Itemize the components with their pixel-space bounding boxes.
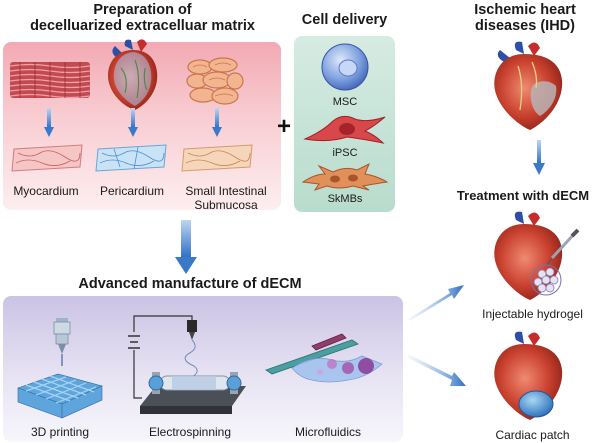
patch-label: Cardiac patch xyxy=(495,428,570,442)
advanced-title: Advanced manufacture of dECM xyxy=(78,276,302,292)
ihd-title-line2: diseases (IHD) xyxy=(475,18,575,34)
sis-label-line2: Submucosa xyxy=(194,198,258,212)
arrow-pericardium-down xyxy=(128,108,138,137)
arrow-advanced-to-hydrogel xyxy=(408,285,464,321)
ipsc-cell-icon xyxy=(303,115,386,144)
sis-label-line1: Small Intestinal xyxy=(185,184,267,198)
arrow-advanced-to-patch xyxy=(408,354,466,386)
arrow-ihd-to-treatment xyxy=(533,140,545,175)
msc-label: MSC xyxy=(332,96,358,108)
myocardium-label: Myocardium xyxy=(13,184,79,198)
ihd-title-line1: Ischemic heart xyxy=(474,2,576,18)
3d-printing-illustration xyxy=(17,318,103,419)
ihd-title: Ischemic heart diseases (IHD) xyxy=(455,2,595,34)
arrow-sis-down xyxy=(212,108,222,137)
skmbs-label: SkMBs xyxy=(327,193,363,205)
treatment-title: Treatment with dECM xyxy=(456,188,590,203)
hydrogel-label: Injectable hydrogel xyxy=(482,307,583,321)
electrospinning-label: Electrospinning xyxy=(148,425,232,439)
cardiac-patch-heart-illustration xyxy=(494,331,563,420)
preparation-title: Preparation of decelluarized extracellua… xyxy=(0,2,285,34)
pericardium-decm-sheet xyxy=(95,144,167,172)
plus-sign: + xyxy=(276,113,291,140)
msc-cell-icon xyxy=(321,43,369,91)
ischemic-heart-illustration xyxy=(494,41,563,130)
microfluidics-label: Microfluidics xyxy=(294,425,361,439)
skmbs-cell-icon xyxy=(301,162,389,191)
myocardium-tissue-illustration xyxy=(9,62,91,99)
preparation-title-line1: Preparation of xyxy=(93,2,192,18)
sis-decm-sheet xyxy=(181,144,253,172)
hydrogel-heart-illustration xyxy=(494,211,580,300)
sis-label: Small Intestinal Submucosa xyxy=(172,184,280,212)
cell-delivery-title: Cell delivery xyxy=(301,12,388,28)
microfluidics-illustration xyxy=(265,333,383,383)
pericardium-label: Pericardium xyxy=(99,184,165,198)
ipsc-label: iPSC xyxy=(332,147,358,159)
arrow-prep-to-advanced xyxy=(175,220,197,274)
electrospinning-illustration xyxy=(128,315,246,414)
myocardium-decm-sheet xyxy=(11,144,83,172)
3d-printing-label: 3D printing xyxy=(30,425,90,439)
preparation-title-line2: decelluarized extracelluar matrix xyxy=(30,18,255,34)
pericardium-heart-illustration xyxy=(108,39,158,110)
arrow-myocardium-down xyxy=(44,108,54,137)
small-intestine-illustration xyxy=(186,57,244,105)
